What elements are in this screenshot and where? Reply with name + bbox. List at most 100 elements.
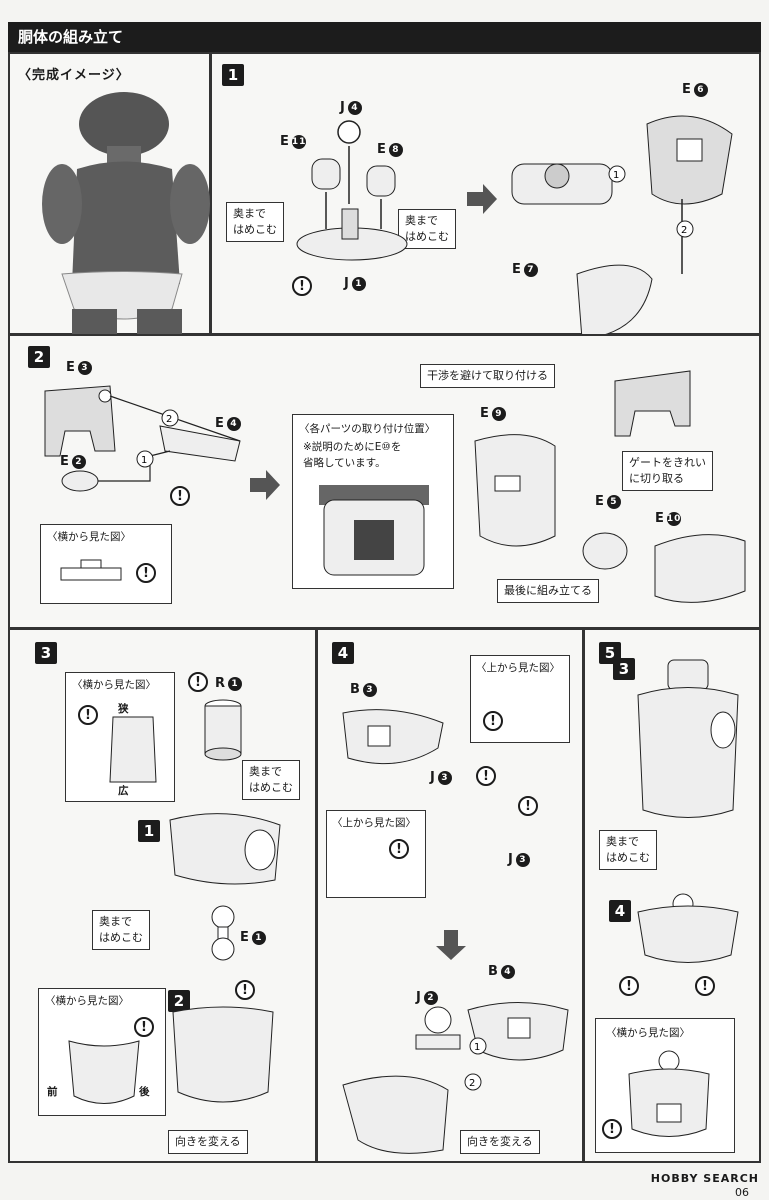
torso-upper-drawing [169, 813, 281, 885]
callout-insert-e1: 奥まで はめこむ [92, 910, 150, 950]
caution-icon: ! [695, 976, 715, 996]
sub-step-1: 1 [138, 820, 160, 842]
caution-icon: ! [476, 766, 496, 786]
top-view-box1: 〈上から見た図〉 ! [470, 655, 570, 743]
step5-panel: 5 3 奥まで はめこむ 4 ! ! 〈横から見た図〉 ! [583, 628, 761, 1163]
step4-flow-arrow [436, 930, 466, 960]
callout-insert-left: 奥まで はめこむ [226, 202, 284, 242]
callout-avoid-interference: 干渉を避けて取り付ける [420, 364, 555, 388]
caution-icon: ! [292, 276, 312, 296]
caution-icon: ! [188, 672, 208, 692]
top-view-box2: 〈上から見た図〉 ! [326, 810, 426, 898]
side-view-box: 〈横から見た図〉 ! [40, 524, 172, 604]
callout-assemble-last: 最後に組み立てる [497, 579, 599, 603]
sub-step-2: 2 [168, 990, 190, 1012]
label-wide: 広 [118, 785, 129, 797]
step3-side-view-box: 〈横から見た図〉 狭 広 ! [65, 672, 175, 802]
label-front: 前 [47, 1086, 58, 1098]
step1-number: 1 [222, 64, 244, 86]
positions-box: 〈各パーツの取り付け位置〉 ※説明のためにE⑩を 省略しています。 [292, 414, 454, 589]
torso-lower-drawing [172, 1006, 274, 1103]
step4-lower-assembly: 1 2 [342, 1002, 569, 1154]
part-r1-drawing [204, 699, 242, 761]
callout-insert-r1: 奥まで はめこむ [242, 760, 300, 800]
section-title: 胴体の組み立て [18, 28, 124, 46]
cross-section-drawing [68, 1040, 140, 1104]
part-e1-drawing [211, 905, 235, 961]
callout-insert: 奥まで はめこむ [599, 830, 657, 870]
part-b3-drawing [342, 709, 444, 765]
svg-text:2: 2 [681, 225, 687, 236]
callout-insert-right: 奥まで はめこむ [398, 209, 456, 249]
svg-text:1: 1 [474, 1042, 480, 1053]
caution-icon: ! [389, 839, 409, 859]
step5-side-view-title: 〈横から見た図〉 [606, 1027, 690, 1039]
step1-flow-arrow [467, 184, 497, 214]
caution-icon: ! [619, 976, 639, 996]
caution-icon: ! [235, 980, 255, 1000]
top-view-title2: 〈上から見た図〉 [332, 817, 416, 829]
side-view-title: 〈横から見た図〉 [47, 531, 131, 543]
svg-text:2: 2 [469, 1078, 475, 1089]
sub-step-3: 3 [613, 658, 635, 680]
caution-icon: ! [518, 796, 538, 816]
step5-side-view-box: 〈横から見た図〉 ! [595, 1018, 735, 1153]
step3-side-view-title: 〈横から見た図〉 [72, 679, 156, 691]
step3-number: 3 [35, 642, 57, 664]
caution-icon: ! [134, 1017, 154, 1037]
page-number: 06 [735, 1186, 749, 1199]
callout-gate-cut: ゲートをきれい に切り取る [622, 451, 713, 491]
step1-left-assembly [296, 120, 408, 261]
cylinder-side-view [109, 716, 157, 783]
positions-note: ※説明のためにE⑩を 省略しています。 [303, 441, 402, 469]
caution-icon: ! [170, 486, 190, 506]
svg-text:1: 1 [613, 170, 619, 181]
sub-step-4: 4 [609, 900, 631, 922]
positions-title: 〈各パーツの取り付け位置〉 [299, 423, 436, 435]
torso-preview-illustration [42, 92, 210, 334]
step1-right-assembly: 1 2 [511, 115, 733, 340]
svg-text:1: 1 [141, 455, 147, 466]
callout-turn-around: 向きを変える [168, 1130, 248, 1154]
caution-icon: ! [136, 563, 156, 583]
svg-text:2: 2 [166, 414, 172, 425]
preview-panel: 〈完成イメージ〉 [8, 52, 211, 335]
torso-upper-assembled [637, 659, 739, 818]
top-view-title1: 〈上から見た図〉 [476, 662, 560, 674]
step2-right-parts [474, 370, 746, 603]
step5-side-view-drawing [628, 1050, 710, 1137]
label-back: 後 [139, 1086, 150, 1098]
torso-lower-assembled [637, 893, 739, 963]
label-narrow: 狭 [118, 703, 129, 715]
brand-watermark: HOBBY SEARCH [650, 1172, 759, 1185]
caution-icon: ! [78, 705, 98, 725]
positions-illustration [319, 485, 429, 576]
step2-left-parts: 2 1 [44, 385, 241, 492]
step2-flow-arrow [250, 470, 280, 500]
caution-icon: ! [602, 1119, 622, 1139]
side-view-illustration [60, 559, 122, 581]
step3-side-view-box2: 〈横から見た図〉 ! 前 後 [38, 988, 166, 1116]
preview-label: 〈完成イメージ〉 [18, 68, 130, 83]
step3-side-view-title2: 〈横から見た図〉 [45, 995, 129, 1007]
